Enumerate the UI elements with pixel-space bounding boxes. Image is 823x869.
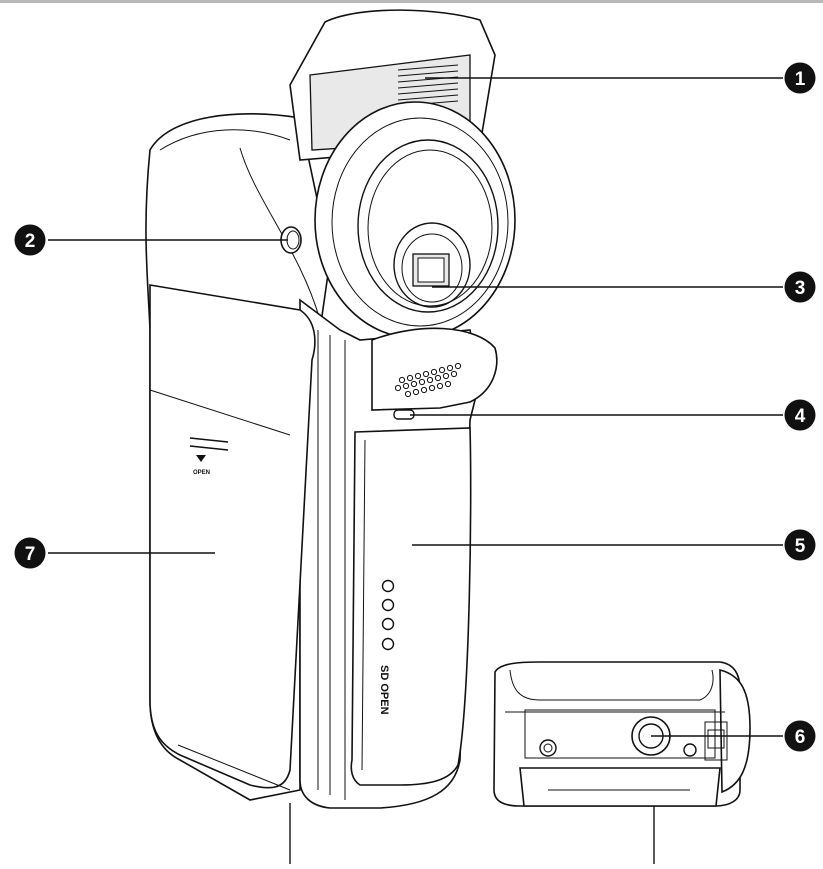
svg-text:6: 6 <box>795 727 806 748</box>
svg-text:7: 7 <box>25 544 36 565</box>
callout-3: 3 <box>784 271 816 303</box>
callout-1: 1 <box>784 62 816 94</box>
battery-cover: OPEN <box>149 284 316 791</box>
callout-7: 7 <box>14 537 46 569</box>
svg-text:5: 5 <box>795 536 806 557</box>
top-border <box>0 0 823 3</box>
microphone-grille <box>371 327 498 420</box>
lens-assembly <box>314 101 516 339</box>
svg-text:1: 1 <box>795 69 806 90</box>
battery-cover-open-label: OPEN <box>193 470 210 476</box>
callout-2: 2 <box>14 224 46 256</box>
side-button <box>280 226 302 254</box>
svg-text:4: 4 <box>795 406 806 427</box>
svg-text:2: 2 <box>25 231 36 252</box>
callout-5: 5 <box>784 529 816 561</box>
callout-6: 6 <box>784 720 816 752</box>
bottom-view <box>493 661 751 807</box>
callout-4: 4 <box>784 399 816 431</box>
svg-text:3: 3 <box>795 278 806 299</box>
sd-cover-open-label: SD OPEN <box>378 665 390 715</box>
sd-card-cover: SD OPEN <box>350 427 472 786</box>
